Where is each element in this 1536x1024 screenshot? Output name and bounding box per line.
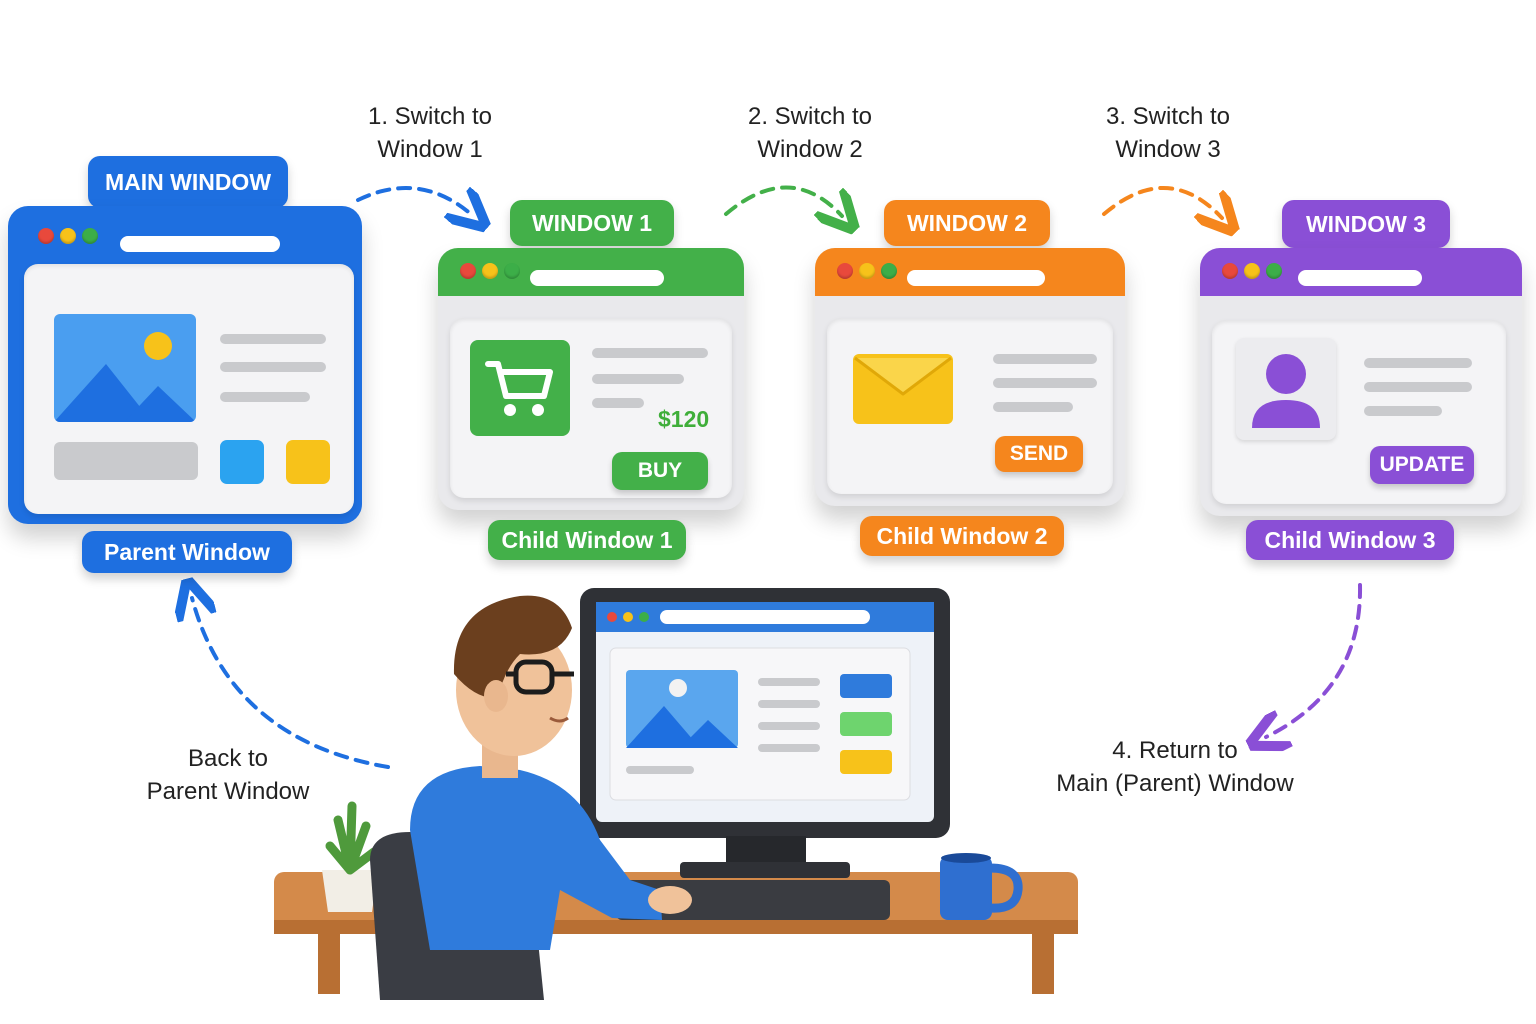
update-button[interactable]: UPDATE	[1370, 446, 1474, 484]
address-bar	[907, 270, 1045, 286]
text-line	[220, 362, 326, 372]
text-line	[220, 392, 310, 402]
person	[410, 766, 662, 950]
arrow-step-1	[356, 186, 472, 215]
envelope-icon	[853, 354, 953, 424]
arrow-back-to-parent	[192, 598, 390, 769]
text-line	[592, 398, 644, 408]
window-3-content: UPDATE	[1212, 320, 1506, 504]
person-at-computer-illustration	[274, 588, 1078, 1000]
window-3[interactable]: UPDATE	[1200, 248, 1522, 516]
text-line	[220, 334, 326, 344]
window-2-content: SEND	[827, 318, 1113, 494]
address-bar	[1298, 270, 1422, 286]
window-3-header: WINDOW 3	[1282, 200, 1450, 248]
plant-icon	[322, 801, 379, 912]
arrow-step-4	[1266, 583, 1363, 737]
price-text: $120	[658, 406, 710, 432]
window-1-content: $120 BUY	[450, 318, 732, 498]
input-bar	[54, 442, 198, 480]
user-icon	[1236, 338, 1336, 440]
main-window[interactable]	[8, 206, 362, 524]
text-line	[993, 402, 1073, 412]
text-line	[1364, 358, 1472, 368]
child-window-1-label: Child Window 1	[488, 520, 686, 560]
text-line	[592, 374, 684, 384]
yellow-tile	[286, 440, 330, 484]
window-2-header: WINDOW 2	[884, 200, 1050, 246]
address-bar	[530, 270, 664, 286]
child-window-3-label: Child Window 3	[1246, 520, 1454, 560]
send-button[interactable]: SEND	[995, 436, 1083, 472]
shopping-cart-icon	[470, 340, 570, 436]
window-controls	[460, 263, 520, 279]
window-1[interactable]: $120 BUY	[438, 248, 744, 510]
arrow-step-2	[724, 185, 842, 216]
main-window-content	[24, 264, 354, 514]
monitor	[580, 588, 950, 878]
window-2[interactable]: SEND	[815, 248, 1125, 506]
window-controls	[38, 228, 98, 244]
buy-button[interactable]: BUY	[612, 452, 708, 490]
window-1-header: WINDOW 1	[510, 200, 674, 246]
text-line	[1364, 382, 1472, 392]
image-icon	[54, 314, 196, 422]
blue-tile	[220, 440, 264, 484]
text-line	[1364, 406, 1442, 416]
text-line	[592, 348, 708, 358]
text-line	[993, 378, 1097, 388]
arrow-step-3	[1102, 186, 1222, 218]
window-controls	[837, 263, 897, 279]
window-controls	[1222, 263, 1282, 279]
parent-window-label: Parent Window	[82, 531, 292, 573]
coffee-mug-icon	[940, 853, 1023, 920]
child-window-2-label: Child Window 2	[860, 516, 1064, 556]
main-window-header: MAIN WINDOW	[88, 156, 288, 208]
address-bar	[120, 236, 280, 252]
text-line	[993, 354, 1097, 364]
